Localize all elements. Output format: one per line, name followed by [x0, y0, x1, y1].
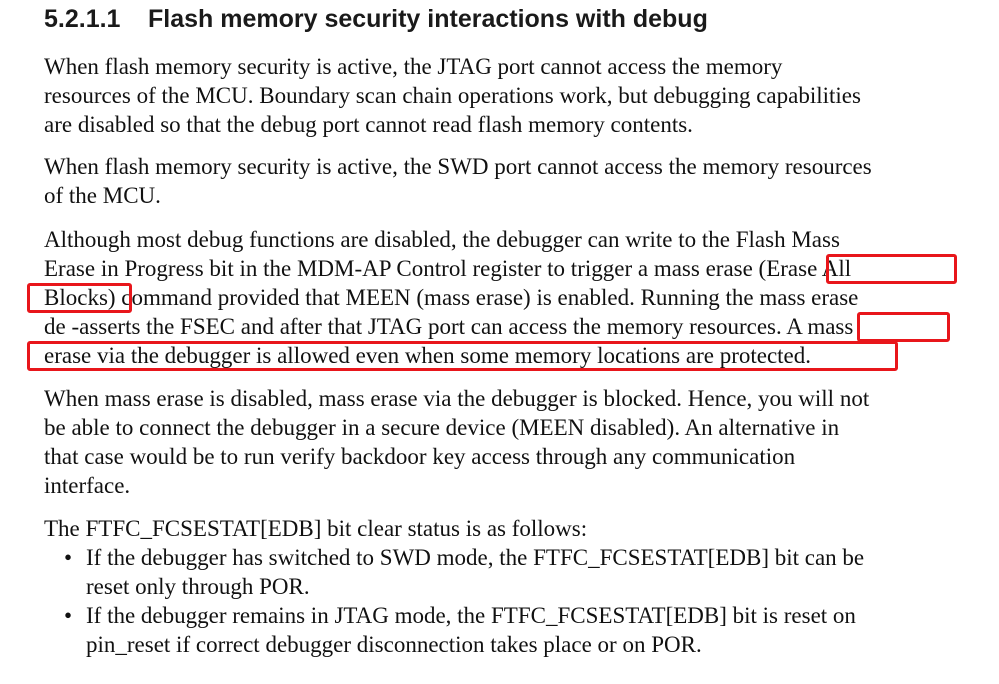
- paragraph-line: When flash memory security is active, th…: [44, 54, 783, 79]
- bullet-line: reset only through POR.: [86, 574, 310, 599]
- paragraph-line: of the MCU.: [44, 183, 161, 208]
- section-heading: 5.2.1.1 Flash memory security interaction…: [44, 4, 708, 34]
- paragraph-line: Although most debug functions are disabl…: [44, 227, 840, 252]
- bullet-marker: •: [64, 545, 73, 570]
- bullet-line: If the debugger remains in JTAG mode, th…: [86, 603, 856, 628]
- paragraph-line: resources of the MCU. Boundary scan chai…: [44, 83, 861, 108]
- paragraph-line: The FTFC_FCSESTAT[EDB] bit clear status …: [44, 516, 588, 541]
- paragraph-line: interface.: [44, 473, 131, 498]
- bullet-line: If the debugger has switched to SWD mode…: [86, 545, 865, 570]
- paragraph-line: erase via the debugger is allowed even w…: [44, 343, 812, 368]
- paragraph-line: are disabled so that the debug port cann…: [44, 112, 693, 137]
- paragraph-line: When mass erase is disabled, mass erase …: [44, 386, 870, 411]
- paragraph-line: Blocks) command provided that MEEN (mass…: [44, 285, 859, 310]
- paragraph-line: Erase in Progress bit in the MDM-AP Cont…: [44, 256, 852, 281]
- bullet-marker: •: [64, 603, 73, 628]
- paragraph-line: that case would be to run verify backdoo…: [44, 444, 796, 469]
- section-title: Flash memory security interactions with …: [148, 5, 708, 33]
- section-number: 5.2.1.1: [44, 5, 121, 33]
- highlight-box-a-mass: [857, 312, 950, 342]
- bullet-line: pin_reset if correct debugger disconnect…: [86, 632, 702, 657]
- paragraph-line: de -asserts the FSEC and after that JTAG…: [44, 314, 854, 339]
- paragraph-line: be able to connect the debugger in a sec…: [44, 415, 840, 440]
- paragraph-line: When flash memory security is active, th…: [44, 154, 872, 179]
